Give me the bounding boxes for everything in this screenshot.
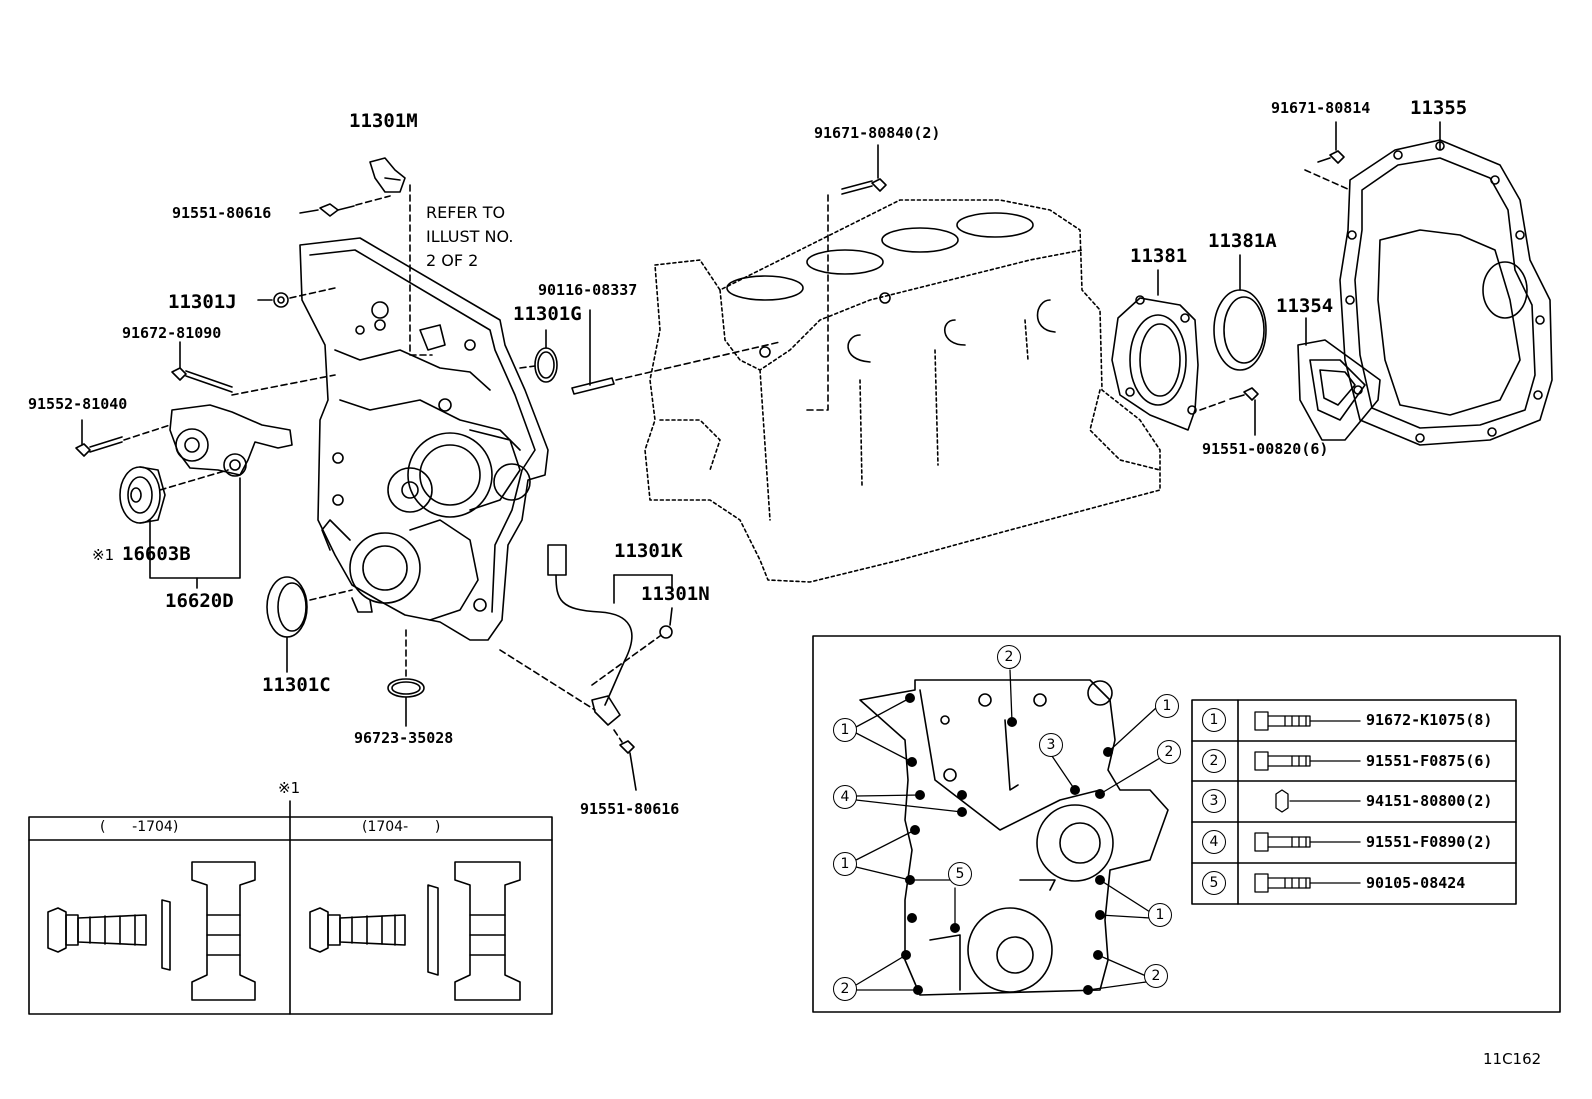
end-plate <box>1339 139 1553 446</box>
legend-part-4: 91551-F0890(2) <box>1366 833 1493 851</box>
label-16620D: 16620D <box>165 590 234 612</box>
callout-2: 2 <box>1157 740 1181 764</box>
label-11301J: 11301J <box>168 291 237 313</box>
bolt-location-cover-outline <box>859 679 1169 996</box>
legend-number-2: 2 <box>1202 749 1226 773</box>
idler-pulley <box>119 466 166 524</box>
variant-old-parts <box>47 861 256 1001</box>
callout-1: 1 <box>833 718 857 742</box>
label-11381A: 11381A <box>1208 230 1277 252</box>
callout-1: 1 <box>833 852 857 876</box>
variant-header-before: ( -1704) <box>100 819 179 835</box>
callout-4: 4 <box>833 785 857 809</box>
crank-sensor <box>547 544 633 726</box>
label-91671-80814: 91671-80814 <box>1271 99 1371 117</box>
footnote-mark-16603B: ※1 <box>92 546 115 564</box>
callout-2: 2 <box>833 977 857 1001</box>
label-11301C: 11301C <box>262 674 331 696</box>
legend-bolt-icons <box>1254 711 1361 893</box>
diagram-code: 11C162 <box>1483 1050 1542 1068</box>
callout-5: 5 <box>948 862 972 886</box>
label-11381: 11381 <box>1130 245 1188 267</box>
timing-chain-cover <box>299 237 549 641</box>
label-91671-80840: 91671-80840(2) <box>814 124 941 142</box>
label-11301M: 11301M <box>349 110 418 132</box>
legend-number-4: 4 <box>1202 830 1226 854</box>
legend-part-3: 94151-80800(2) <box>1366 792 1493 810</box>
legend-number-1: 1 <box>1202 708 1226 732</box>
label-11355: 11355 <box>1410 97 1468 119</box>
refer-note-line1: REFER TO <box>426 203 506 222</box>
label-11301N: 11301N <box>641 583 710 605</box>
callout-2: 2 <box>1144 964 1168 988</box>
bolt-dots <box>901 693 1113 995</box>
legend-part-2: 91551-F0875(6) <box>1366 752 1493 770</box>
footnote-mark-box: ※1 <box>278 779 301 797</box>
cylinder-block <box>644 199 1161 583</box>
variant-header-after: (1704- ) <box>362 819 441 835</box>
label-11354: 11354 <box>1276 295 1334 317</box>
label-96723-35028: 96723-35028 <box>354 729 454 747</box>
label-91552-81040: 91552-81040 <box>28 395 128 413</box>
legend-number-5: 5 <box>1202 871 1226 895</box>
cam-sensor <box>369 157 406 193</box>
label-91672-81090: 91672-81090 <box>122 324 222 342</box>
label-16603B: 16603B <box>122 543 191 565</box>
callout-1: 1 <box>1148 903 1172 927</box>
callout-2: 2 <box>997 645 1021 669</box>
label-11301K: 11301K <box>614 540 683 562</box>
label-90116-08337: 90116-08337 <box>538 281 638 299</box>
label-11301G: 11301G <box>513 303 582 325</box>
label-91551-80616-bottom: 91551-80616 <box>580 800 680 818</box>
callout-leaders <box>855 669 1161 991</box>
callout-1: 1 <box>1155 694 1179 718</box>
legend-part-1: 91672-K1075(8) <box>1366 711 1493 729</box>
callout-3: 3 <box>1039 733 1063 757</box>
label-91551-00820: 91551-00820(6) <box>1202 440 1329 458</box>
variant-new-parts <box>309 861 521 1001</box>
label-91551-80616-top: 91551-80616 <box>172 204 272 222</box>
legend-part-5: 90105-08424 <box>1366 874 1466 892</box>
seal-retainer <box>1111 295 1199 431</box>
legend-number-3: 3 <box>1202 789 1226 813</box>
refer-note-line2: ILLUST NO. <box>426 227 514 246</box>
tensioner-assembly <box>169 404 293 477</box>
cylinder-bores <box>726 212 1056 363</box>
refer-note-line3: 2 OF 2 <box>426 251 479 270</box>
